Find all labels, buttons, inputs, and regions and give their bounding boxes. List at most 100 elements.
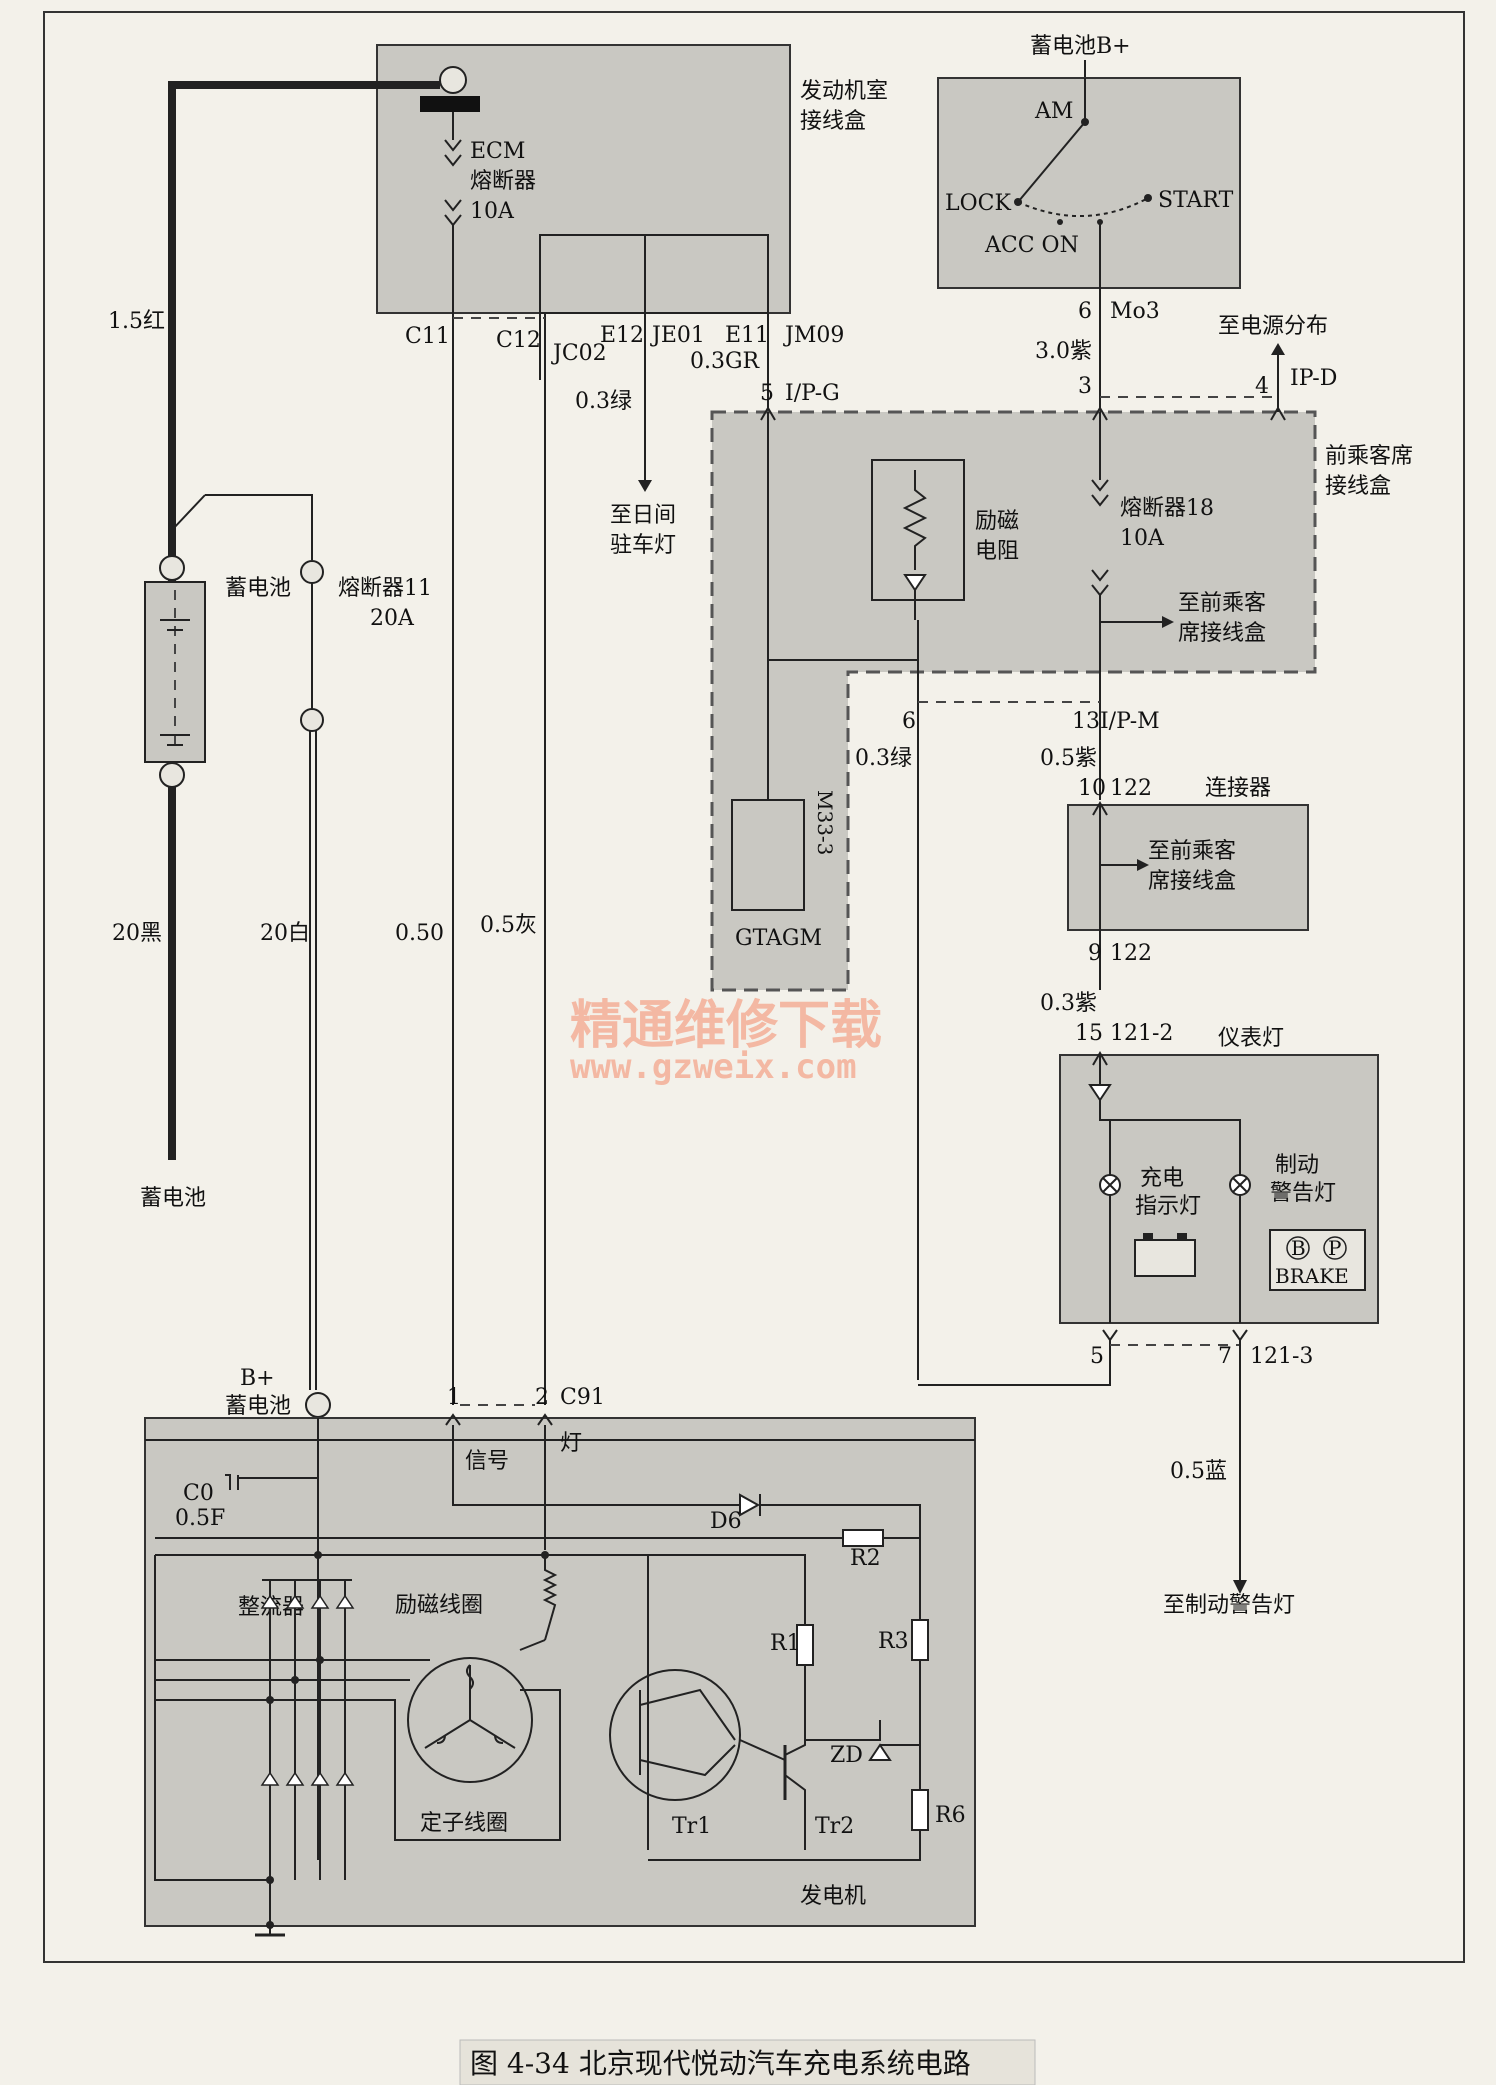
svg-text:蓄电池: 蓄电池: [140, 1186, 206, 1211]
svg-text:2: 2: [535, 1385, 549, 1410]
engine-junction-box: 发动机室 接线盒 ECM 熔断器 10A: [376, 44, 888, 380]
svg-text:C12: C12: [496, 328, 541, 353]
svg-text:驻车灯: 驻车灯: [610, 533, 676, 558]
svg-text:0.3GR: 0.3GR: [690, 349, 761, 374]
svg-text:122: 122: [1110, 941, 1152, 966]
svg-text:至前乘客: 至前乘客: [1178, 591, 1266, 616]
svg-text:席接线盒: 席接线盒: [1178, 621, 1266, 646]
ignition-switch: 蓄电池B+ AM LOCK START ACC ON 6 Mo3 3.0紫 3 …: [937, 34, 1337, 412]
svg-text:定子线圈: 定子线圈: [420, 1811, 508, 1836]
svg-text:接线盒: 接线盒: [800, 109, 866, 134]
svg-text:6: 6: [1078, 299, 1092, 324]
svg-text:10A: 10A: [1120, 526, 1165, 551]
svg-text:JE01: JE01: [650, 323, 705, 348]
svg-text:0.5灰: 0.5灰: [480, 913, 537, 938]
svg-text:0.5F: 0.5F: [175, 1506, 225, 1531]
svg-text:1.5红: 1.5红: [108, 309, 165, 334]
transistor-tr2: [739, 1700, 806, 1850]
svg-text:P: P: [1328, 1236, 1341, 1260]
svg-text:至电源分布: 至电源分布: [1218, 314, 1328, 339]
svg-text:Tr2: Tr2: [815, 1814, 854, 1839]
svg-text:发动机室: 发动机室: [800, 79, 888, 104]
signal-wires: C11 C12 JC02 E12 JE01 E11 JM09 0.3GR 0.3…: [395, 313, 844, 1405]
svg-text:制动: 制动: [1275, 1153, 1319, 1178]
svg-text:20白: 20白: [260, 921, 310, 946]
outer-frame: [43, 11, 1465, 1963]
generator: B+ 蓄电池 1 2 C91 信号 灯 D6 C0 0.5F R2 R1: [144, 1366, 976, 1937]
transistor-tr1: [609, 1669, 741, 1801]
svg-text:10: 10: [1078, 776, 1106, 801]
svg-text:121-3: 121-3: [1250, 1344, 1313, 1369]
svg-text:E12: E12: [600, 323, 644, 348]
svg-text:至前乘客: 至前乘客: [1148, 839, 1236, 864]
svg-text:充电: 充电: [1140, 1166, 1184, 1191]
svg-text:IP-D: IP-D: [1290, 366, 1337, 391]
svg-text:发电机: 发电机: [800, 1884, 866, 1909]
svg-text:13I/P-M: 13I/P-M: [1072, 709, 1160, 734]
svg-text:6: 6: [902, 709, 916, 734]
svg-text:励磁: 励磁: [975, 509, 1019, 534]
svg-text:122: 122: [1110, 776, 1152, 801]
svg-text:121-2: 121-2: [1110, 1021, 1173, 1046]
svg-text:连接器: 连接器: [1205, 776, 1271, 801]
svg-text:信号: 信号: [465, 1449, 509, 1474]
svg-text:20黑: 20黑: [112, 921, 162, 946]
svg-text:I/P-G: I/P-G: [785, 381, 840, 406]
fuse-11: 熔断器11 20A 20白: [260, 560, 432, 1390]
instrument-cluster: 充电 指示灯 制动 警告灯 B P BRAKE 5 7 121-3 0.5蓝 至…: [918, 1051, 1379, 1618]
svg-text:0.5紫: 0.5紫: [1040, 746, 1097, 771]
svg-text:蓄电池: 蓄电池: [225, 576, 291, 601]
svg-text:R1: R1: [770, 1631, 801, 1656]
svg-text:JM09: JM09: [783, 323, 844, 348]
svg-text:图 4-34 北京现代悦动汽车充电系统电路: 图 4-34 北京现代悦动汽车充电系统电路: [470, 2047, 971, 2080]
svg-text:0.50: 0.50: [395, 921, 444, 946]
svg-text:5: 5: [760, 381, 774, 406]
svg-text:4: 4: [1255, 374, 1269, 399]
svg-text:B: B: [1291, 1236, 1306, 1260]
svg-text:蓄电池B+: 蓄电池B+: [1030, 34, 1131, 59]
stator-coil: [407, 1657, 533, 1783]
svg-text:蓄电池: 蓄电池: [225, 1394, 291, 1419]
svg-text:指示灯: 指示灯: [1135, 1194, 1201, 1219]
svg-text:电阻: 电阻: [975, 539, 1019, 564]
svg-text:0.3绿: 0.3绿: [575, 389, 632, 414]
svg-text:R2: R2: [850, 1546, 881, 1571]
svg-text:至日间: 至日间: [610, 503, 676, 528]
svg-text:警告灯: 警告灯: [1270, 1181, 1336, 1206]
svg-text:9: 9: [1088, 941, 1102, 966]
svg-text:5: 5: [1090, 1344, 1104, 1369]
svg-text:BRAKE: BRAKE: [1275, 1264, 1349, 1288]
svg-text:AM: AM: [1034, 99, 1073, 124]
brake-icon: B P BRAKE: [1269, 1229, 1366, 1291]
svg-text:C91: C91: [560, 1385, 605, 1410]
svg-text:E11: E11: [725, 323, 769, 348]
svg-text:Mo3: Mo3: [1110, 299, 1160, 324]
svg-text:励磁线圈: 励磁线圈: [395, 1593, 483, 1618]
svg-text:0.3紫: 0.3紫: [1040, 991, 1097, 1016]
svg-text:ACC ON: ACC ON: [984, 233, 1079, 258]
svg-text:熔断器11: 熔断器11: [338, 576, 432, 601]
svg-text:JC02: JC02: [551, 341, 607, 366]
svg-text:0.5蓝: 0.5蓝: [1170, 1459, 1227, 1484]
svg-text:3: 3: [1078, 374, 1092, 399]
svg-text:席接线盒: 席接线盒: [1148, 869, 1236, 894]
svg-text:C0: C0: [183, 1481, 214, 1506]
svg-text:LOCK: LOCK: [945, 191, 1011, 216]
svg-text:20A: 20A: [370, 606, 415, 631]
passenger-junction-box: 5 I/P-G 前乘客席 接线盒 励磁 电阻 熔断器18 10A 至前乘客 席接…: [710, 381, 1413, 1380]
svg-text:R6: R6: [935, 1803, 966, 1828]
svg-text:接线盒: 接线盒: [1325, 474, 1391, 499]
battery-icon: [1134, 1239, 1196, 1277]
svg-text:灯: 灯: [560, 1431, 582, 1456]
svg-text:前乘客席: 前乘客席: [1325, 444, 1413, 469]
svg-text:熔断器18: 熔断器18: [1120, 496, 1214, 521]
svg-text:仪表灯: 仪表灯: [1218, 1026, 1284, 1051]
svg-text:0.3绿: 0.3绿: [855, 746, 912, 771]
wire-1-5-red: 1.5红: [108, 81, 440, 780]
svg-text:B+: B+: [240, 1366, 275, 1391]
svg-text:START: START: [1158, 188, 1234, 213]
svg-text:M33-3: M33-3: [813, 790, 837, 855]
svg-text:至制动警告灯: 至制动警告灯: [1163, 1593, 1295, 1618]
svg-text:Tr1: Tr1: [672, 1814, 711, 1839]
